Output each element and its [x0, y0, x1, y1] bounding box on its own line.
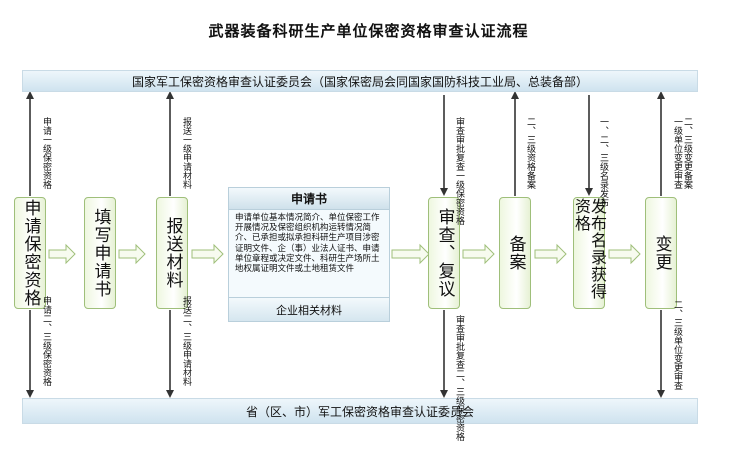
document-footer: 企业相关材料 — [229, 297, 389, 321]
note-submit-down: 报送二、三级申请材料 — [181, 296, 191, 386]
note-record-up: 二、三级资格备案 — [525, 117, 535, 189]
step-submit-materials-label: 报送材料 — [162, 217, 183, 289]
note-submit-up: 报送一级申请材料 — [181, 117, 191, 189]
note-change-up-a: 一级单位变更审查 — [672, 117, 682, 189]
step-change: 变更 — [645, 197, 677, 309]
step-fill-application-label: 填写申请书 — [90, 208, 111, 298]
note-publish-up: 一、二、三级名录发布 — [598, 117, 608, 207]
step-publish: 发布名录获得资格 — [572, 197, 607, 309]
h-arrow-6 — [534, 243, 567, 265]
h-arrow-5 — [462, 243, 495, 265]
document-title: 申请书 — [229, 188, 389, 210]
step-fill-application: 填写申请书 — [84, 197, 116, 309]
provincial-committee-band: 省（区、市）军工保密资格审查认证委员会 — [22, 398, 698, 424]
step-review-label: 审查、复议 — [434, 208, 455, 298]
note-change-down: 二、三级单位变更审查 — [672, 300, 682, 390]
application-document: 申请书 申请单位基本情况简介、单位保密工作开展情况及保密组织机构运转情况简介、已… — [228, 187, 390, 322]
note-review-down: 审查审批复查二、三级保密资格 — [454, 315, 464, 441]
note-apply-up: 申请一级保密资格 — [41, 117, 51, 189]
note-change-up-b: 二、三级变更备案 — [682, 117, 692, 189]
page-title: 武器装备科研生产单位保密资格审查认证流程 — [208, 22, 529, 40]
step-publish-label: 发布名录获得资格 — [572, 198, 607, 300]
step-submit-materials: 报送材料 — [156, 197, 188, 309]
document-body: 申请单位基本情况简介、单位保密工作开展情况及保密组织机构运转情况简介、已承担或拟… — [235, 213, 380, 275]
step-apply: 申请保密资格 — [14, 197, 46, 309]
h-arrow-2 — [118, 243, 146, 265]
step-change-label: 变更 — [651, 235, 672, 271]
note-apply-down: 申请二、三级保密资格 — [41, 296, 51, 386]
h-arrow-3 — [191, 243, 224, 265]
step-record-label: 备案 — [505, 235, 526, 271]
step-review: 审查、复议 — [428, 197, 460, 309]
h-arrow-4 — [391, 243, 430, 265]
national-committee-band: 国家军工保密资格审查认证委员会（国家保密局会同国家国防科技工业局、总装备部） — [22, 70, 698, 92]
h-arrow-1 — [48, 243, 76, 265]
step-apply-label: 申请保密资格 — [20, 199, 41, 307]
step-record: 备案 — [499, 197, 531, 309]
h-arrow-7 — [608, 243, 641, 265]
note-review-up: 审查审批复查一级保密资格 — [454, 117, 464, 225]
